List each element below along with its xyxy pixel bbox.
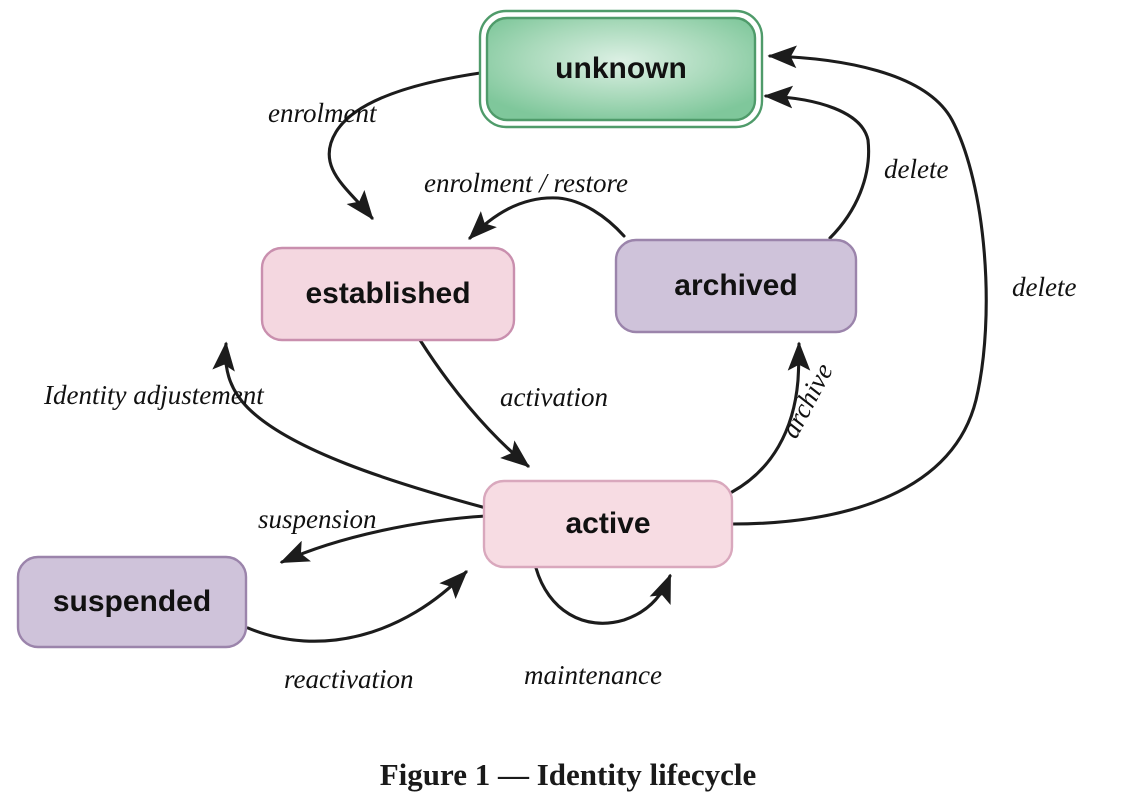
- node-body-archived[interactable]: [614, 238, 858, 334]
- node-body-active[interactable]: [482, 479, 734, 569]
- edge-label-archive: archive: [775, 358, 839, 443]
- edge-label-activation: activation: [500, 382, 608, 412]
- edge-label-enrolment: enrolment: [268, 98, 378, 128]
- edges-layer: [212, 45, 988, 643]
- edge-delete-archived: [763, 85, 871, 240]
- edge-delete-active: [730, 45, 988, 526]
- edge-maintenance: [534, 566, 672, 625]
- nodes-layer: unknown established archived active suspende…: [16, 9, 858, 649]
- node-body-unknown[interactable]: [485, 16, 757, 122]
- edge-label-maintenance: maintenance: [524, 660, 662, 690]
- node-body-established[interactable]: [260, 246, 516, 342]
- state-node-suspended[interactable]: suspended: [16, 555, 248, 649]
- edge-label-suspension: suspension: [258, 504, 377, 534]
- edge-identity-adjustement: [212, 341, 488, 510]
- edge-labels-layer: enrolment enrolment / restore activation Id…: [43, 98, 1076, 694]
- node-label-active: active: [565, 507, 650, 540]
- node-label-established: established: [305, 277, 470, 310]
- edge-label-identity-adjustement: Identity adjustement: [43, 380, 265, 410]
- state-node-active[interactable]: active: [482, 479, 734, 569]
- node-label-unknown: unknown: [555, 52, 687, 85]
- edge-label-reactivation: reactivation: [284, 664, 413, 694]
- edge-label-delete-archived: delete: [884, 154, 948, 184]
- node-body-suspended[interactable]: [16, 555, 248, 649]
- figure-caption: Figure 1 — Identity lifecycle: [380, 757, 757, 792]
- state-node-established[interactable]: established: [260, 246, 516, 342]
- edge-enrolment: [327, 70, 489, 220]
- edge-reactivation: [246, 570, 468, 643]
- edge-label-delete-active: delete: [1012, 272, 1076, 302]
- edge-archive: [730, 341, 811, 494]
- state-node-unknown[interactable]: unknown: [478, 9, 764, 129]
- edge-enrolment-restore: [468, 196, 626, 240]
- edge-suspension: [279, 514, 488, 564]
- edge-activation: [418, 338, 530, 468]
- node-label-suspended: suspended: [53, 585, 211, 618]
- node-label-archived: archived: [674, 269, 797, 302]
- edge-label-enrolment-restore: enrolment / restore: [424, 168, 628, 198]
- state-node-archived[interactable]: archived: [614, 238, 858, 334]
